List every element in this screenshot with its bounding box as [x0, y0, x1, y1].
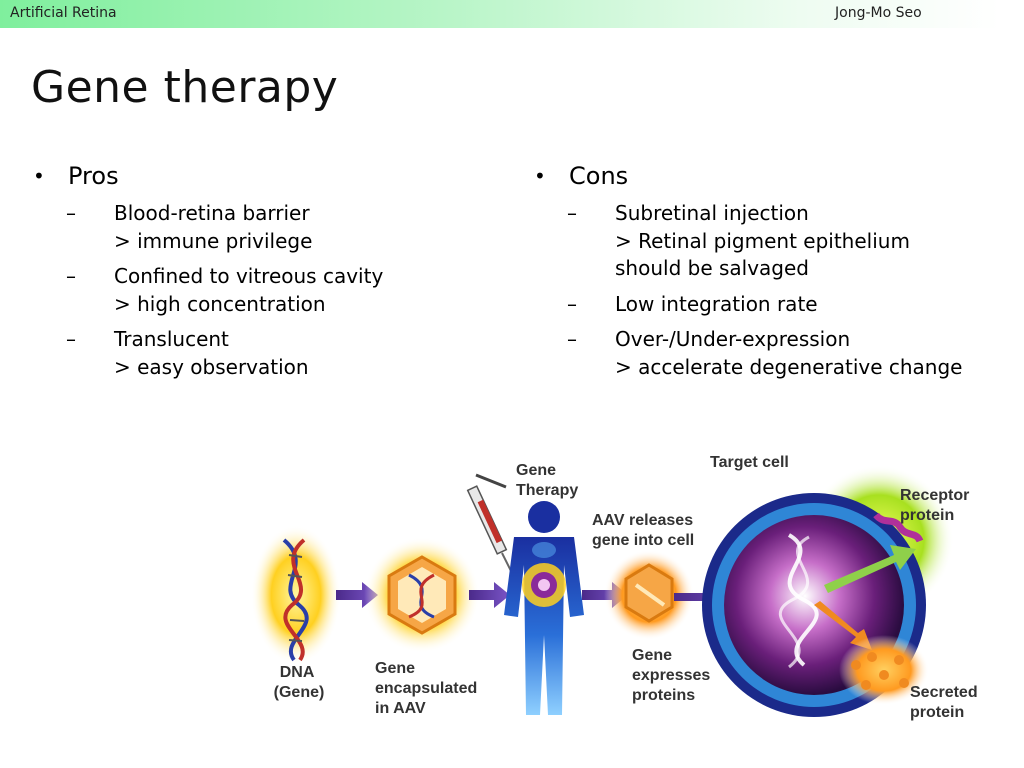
dash-icon: –	[567, 201, 577, 225]
dna-label: DNA (Gene)	[274, 664, 325, 701]
cons-column: • Cons – Subretinal injection > Retinal …	[534, 160, 1004, 381]
aav-releases-label: AAV releases gene into cell	[592, 512, 698, 549]
dna-icon	[251, 525, 341, 665]
gene-expresses-label: Gene expresses proteins	[632, 647, 715, 704]
bullet-icon: •	[33, 164, 45, 188]
secreted-protein-icon	[839, 635, 929, 705]
gene-therapy-illustration: DNA (Gene) Gene encapsulated in AAV Gene…	[244, 445, 1020, 745]
pros-column: • Pros – Blood-retina barrier > immune p…	[33, 160, 493, 381]
cons-item: – Low integration rate	[534, 291, 1004, 319]
dash-icon: –	[66, 264, 76, 288]
aav-release-icon	[604, 550, 694, 640]
bullet-icon: •	[534, 164, 546, 188]
slide-title: Gene therapy	[31, 62, 339, 113]
aav-capsid-icon	[364, 537, 480, 653]
dash-icon: –	[567, 327, 577, 351]
dash-icon: –	[66, 327, 76, 351]
pros-heading: • Pros	[33, 162, 119, 190]
gene-encapsulated-label: Gene encapsulated in AAV	[375, 660, 482, 717]
author-name: Jong-Mo Seo	[835, 5, 922, 21]
pros-item: – Blood-retina barrier > immune privileg…	[66, 201, 313, 253]
dash-icon: –	[66, 201, 76, 225]
pros-item: – Translucent > easy observation	[66, 327, 309, 379]
cons-item: – Over-/Under-expression > accelerate de…	[567, 327, 963, 379]
human-body-icon	[504, 501, 584, 715]
syringe-icon	[466, 473, 513, 574]
gene-therapy-label: Gene Therapy	[516, 462, 578, 499]
secreted-protein-label: Secreted protein	[910, 684, 982, 721]
pros-item: – Confined to vitreous cavity > high con…	[66, 264, 384, 316]
arrow-icon	[469, 582, 510, 608]
dash-icon: –	[567, 291, 577, 316]
course-title: Artificial Retina	[10, 5, 117, 21]
receptor-protein-label: Receptor protein	[900, 487, 974, 524]
cons-heading: • Cons	[534, 162, 629, 190]
cons-item: – Subretinal injection > Retinal pigment…	[567, 201, 910, 280]
header-bar: Artificial Retina Jong-Mo Seo	[0, 0, 1000, 28]
target-cell-label: Target cell	[710, 454, 789, 471]
